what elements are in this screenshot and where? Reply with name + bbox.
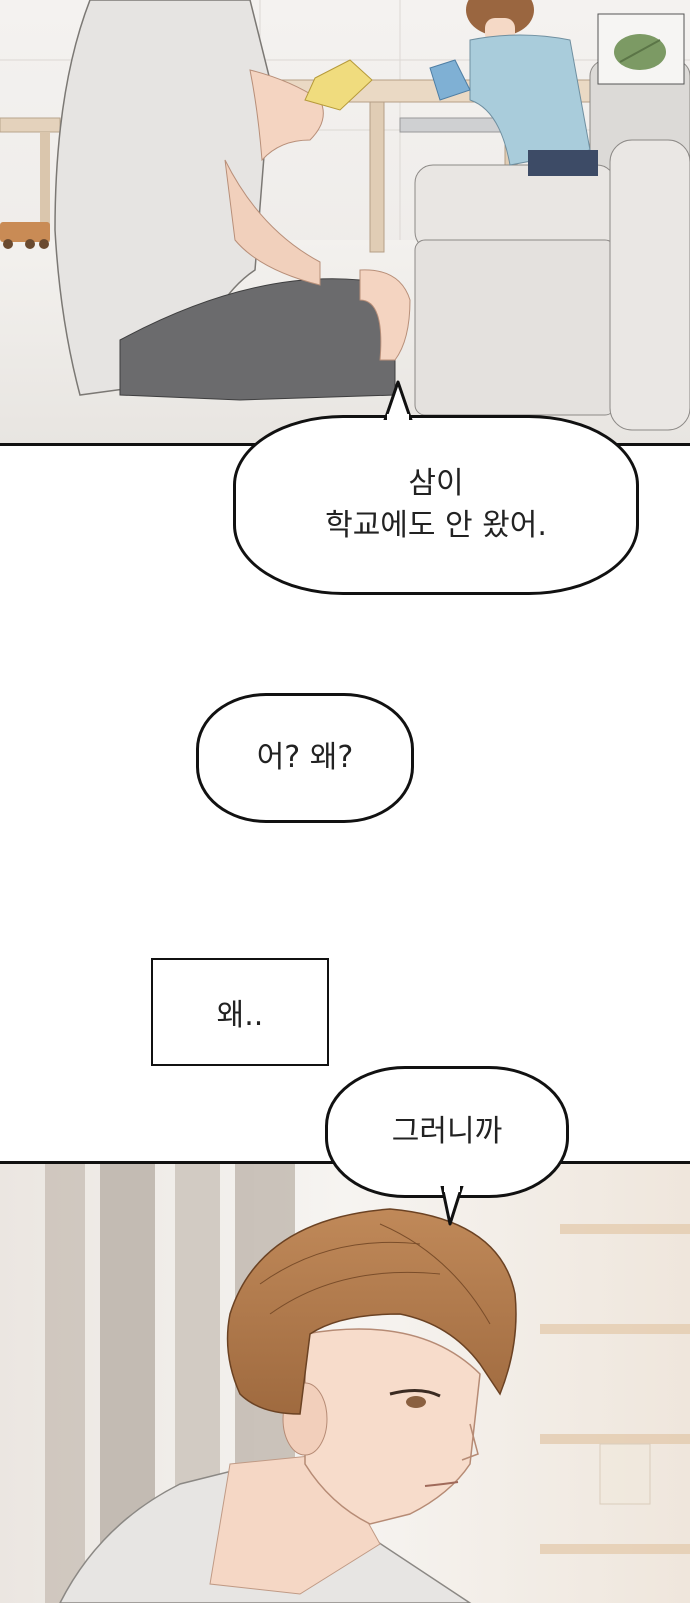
speech-bubble-2: 어? 왜?: [196, 693, 414, 823]
child-figure: [429, 0, 598, 176]
sofa: [414, 59, 690, 431]
hair-strands: [259, 1223, 491, 1325]
caption-box-text: 왜..: [216, 998, 264, 1033]
bubble-3-tail: [440, 1186, 464, 1226]
wall-shelves: [540, 1224, 690, 1554]
bubble-1-tail: [383, 380, 413, 420]
bottom-panel-closeup: [0, 1161, 690, 1603]
shelf-top: [0, 117, 61, 133]
closeup-illustration: [0, 1164, 690, 1603]
hair: [226, 1208, 517, 1415]
toy-train: [0, 222, 50, 249]
mouth: [424, 1481, 459, 1487]
nose: [461, 1423, 479, 1461]
caption-box: 왜..: [151, 958, 329, 1066]
living-room-illustration: [0, 0, 690, 443]
leaf-picture-frame: [597, 13, 685, 85]
bubble-3-text: 그러니까: [391, 1114, 503, 1149]
iris: [406, 1396, 426, 1408]
bubble-2-text: 어? 왜?: [256, 740, 354, 775]
top-panel-living-room: [0, 0, 690, 446]
speech-bubble-1: 삼이 학교에도 안 왔어.: [233, 415, 639, 595]
speech-bubble-3: 그러니까: [325, 1066, 569, 1198]
man-from-behind: [54, 0, 411, 401]
eye: [389, 1389, 441, 1398]
bubble-1-line-2: 학교에도 안 왔어.: [325, 508, 547, 543]
bubble-1-line-1: 삼이: [408, 466, 464, 501]
shelf-leg: [40, 132, 50, 242]
